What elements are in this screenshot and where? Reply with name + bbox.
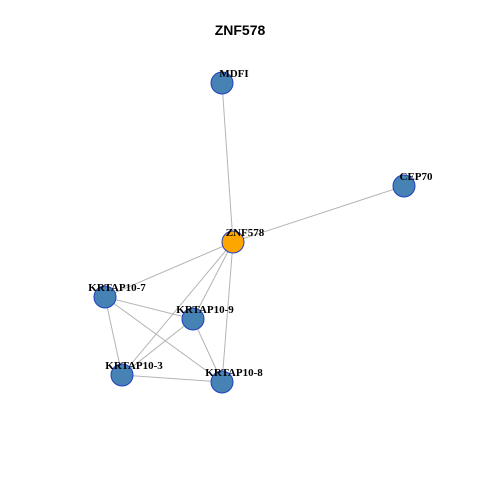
edge-znf578-krtap10-8: [221, 241, 234, 383]
edge-krtap10-7-krtap10-3: [104, 296, 123, 376]
node-label-krtap10-8: KRTAP10-8: [205, 367, 263, 379]
edge-znf578-krtap10-3: [121, 241, 234, 376]
edge-krtap10-9-krtap10-3: [121, 318, 194, 376]
edge-znf578-krtap10-9: [192, 241, 234, 320]
edge-krtap10-7-krtap10-8: [104, 296, 223, 383]
node-znf578[interactable]: [221, 230, 245, 254]
node-label-cep70: CEP70: [400, 171, 434, 183]
node-label-krtap10-7: KRTAP10-7: [88, 282, 146, 294]
node-label-krtap10-9: KRTAP10-9: [176, 304, 234, 316]
node-krtap10-7[interactable]: [93, 285, 117, 309]
edge-znf578-krtap10-7: [104, 241, 234, 298]
edge-krtap10-9-krtap10-8: [192, 318, 223, 383]
node-krtap10-3[interactable]: [110, 363, 134, 387]
node-label-mdfi: MDFI: [219, 68, 248, 80]
graph-title: ZNF578: [215, 22, 266, 38]
node-cep70[interactable]: [392, 174, 416, 198]
node-label-krtap10-3: KRTAP10-3: [105, 360, 163, 372]
edge-krtap10-3-krtap10-8: [121, 374, 223, 383]
edges-layer: [104, 82, 405, 383]
edge-znf578-mdfi: [221, 82, 234, 243]
node-krtap10-8[interactable]: [210, 370, 234, 394]
node-label-znf578: ZNF578: [226, 227, 265, 239]
nodes-layer: [93, 71, 416, 394]
edge-krtap10-7-krtap10-9: [104, 296, 194, 320]
node-mdfi[interactable]: [210, 71, 234, 95]
node-krtap10-9[interactable]: [181, 307, 205, 331]
labels-layer: MDFI CEP70ZNF578KRTAP10-7KRTAP10-9KRTAP10…: [88, 68, 433, 379]
edge-znf578-cep70: [232, 185, 405, 243]
